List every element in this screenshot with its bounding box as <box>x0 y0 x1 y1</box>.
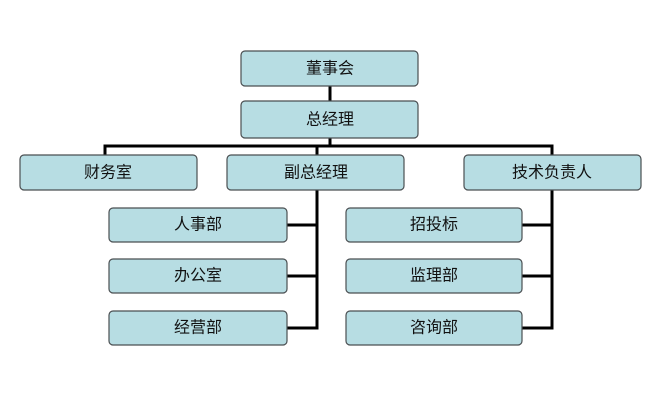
node-tech-lead: 技术负责人 <box>463 154 642 191</box>
node-office: 办公室 <box>108 258 288 294</box>
node-finance: 财务室 <box>19 154 198 191</box>
node-supervision: 监理部 <box>345 258 523 294</box>
node-operations: 经营部 <box>108 310 288 346</box>
node-office-label: 办公室 <box>174 266 222 285</box>
node-operations-label: 经营部 <box>174 318 222 337</box>
node-board: 董事会 <box>240 50 419 87</box>
node-deputy-gm-label: 副总经理 <box>284 163 348 182</box>
node-supervision-label: 监理部 <box>410 266 458 285</box>
node-hr: 人事部 <box>108 207 288 243</box>
node-board-label: 董事会 <box>306 59 354 78</box>
node-bidding: 招投标 <box>345 207 523 243</box>
node-tech-lead-label: 技术负责人 <box>512 163 592 182</box>
node-hr-label: 人事部 <box>174 215 222 234</box>
node-consulting-label: 咨询部 <box>410 318 458 337</box>
node-bidding-label: 招投标 <box>410 215 458 234</box>
node-general-manager-label: 总经理 <box>306 110 354 129</box>
node-general-manager: 总经理 <box>240 100 419 139</box>
node-deputy-gm: 副总经理 <box>226 154 405 191</box>
node-finance-label: 财务室 <box>84 163 132 182</box>
node-consulting: 咨询部 <box>345 310 523 346</box>
connectors <box>103 84 554 330</box>
